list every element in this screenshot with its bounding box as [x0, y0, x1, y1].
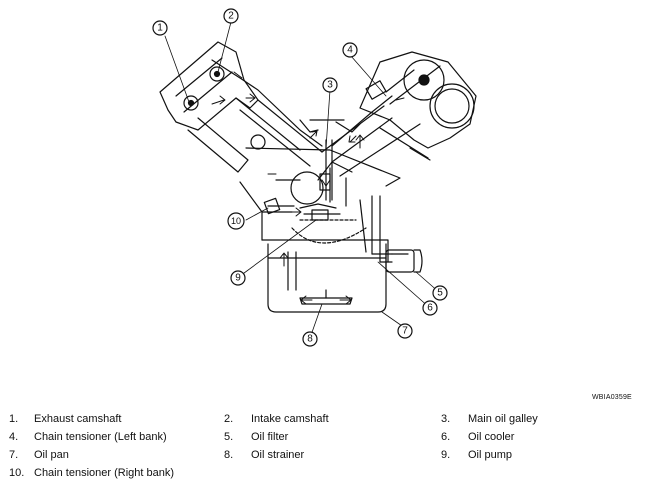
- legend: 1. Exhaust camshaft 2. Intake camshaft 3…: [0, 413, 652, 487]
- legend-label: Oil cooler: [468, 431, 515, 443]
- leader-lines: [164, 21, 441, 339]
- svg-text:5: 5: [437, 288, 443, 299]
- legend-number: 3.: [441, 413, 451, 425]
- callouts: 1 2 3 4 5 6 7: [152, 8, 448, 347]
- oil-filter: [385, 249, 423, 273]
- legend-label: Oil pan: [34, 449, 69, 461]
- engine-lubrication-diagram: 1 2 3 4 5 6 7: [152, 8, 477, 347]
- callout-1: 1: [152, 20, 168, 36]
- legend-number: 1.: [9, 413, 19, 425]
- callout-7: 7: [397, 323, 413, 339]
- legend-number: 2.: [224, 413, 234, 425]
- legend-label: Oil pump: [468, 449, 513, 461]
- left-cylinder-head: [159, 41, 323, 173]
- oil-passages: [211, 59, 393, 263]
- callout-4: 4: [342, 42, 358, 58]
- legend-label: Chain tensioner (Left bank): [34, 431, 167, 443]
- svg-text:6: 6: [427, 303, 433, 314]
- callout-6: 6: [422, 300, 438, 316]
- legend-label: Exhaust camshaft: [34, 413, 122, 425]
- legend-label: Chain tensioner (Right bank): [34, 467, 175, 479]
- legend-number: 9.: [441, 449, 451, 461]
- svg-text:3: 3: [327, 80, 333, 91]
- svg-text:8: 8: [307, 334, 313, 345]
- svg-text:4: 4: [347, 45, 353, 56]
- legend-number: 8.: [224, 449, 234, 461]
- callout-5: 5: [432, 285, 448, 301]
- callout-10: 10: [227, 212, 245, 230]
- legend-number: 10.: [9, 467, 25, 479]
- svg-text:10: 10: [231, 216, 241, 226]
- callout-8: 8: [302, 331, 318, 347]
- legend-number: 7.: [9, 449, 19, 461]
- legend-label: Oil filter: [251, 431, 289, 443]
- svg-text:7: 7: [402, 326, 408, 337]
- flow-arrows: [211, 71, 405, 305]
- callout-3: 3: [322, 77, 338, 93]
- svg-text:1: 1: [157, 23, 163, 34]
- legend-label: Intake camshaft: [251, 413, 329, 425]
- svg-text:2: 2: [228, 11, 234, 22]
- oil-pan: [267, 243, 387, 313]
- svg-text:9: 9: [235, 273, 241, 284]
- legend-label: Main oil galley: [468, 413, 538, 425]
- legend-number: 4.: [9, 431, 19, 443]
- callout-2: 2: [223, 8, 239, 24]
- legend-number: 5.: [224, 431, 234, 443]
- figure-code: WBIA0359E: [592, 394, 632, 401]
- legend-number: 6.: [441, 431, 451, 443]
- right-cylinder-head: [321, 51, 477, 177]
- legend-label: Oil strainer: [251, 449, 305, 461]
- callout-9: 9: [230, 270, 246, 286]
- engine-block: [239, 119, 401, 263]
